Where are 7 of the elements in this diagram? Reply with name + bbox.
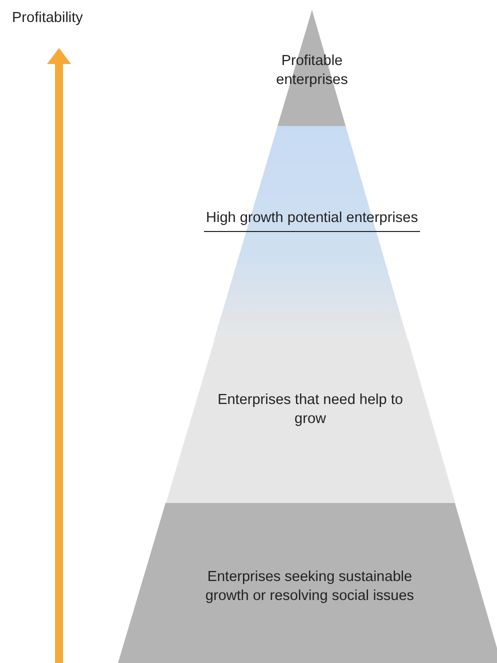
tier-label: Enterprises seeking sustainable growth or resolving social issues: [204, 568, 416, 606]
pyramid-tier: [166, 340, 455, 503]
tier-label: Profitable enterprises: [275, 52, 349, 90]
tier-label: Enterprises that need help to grow: [216, 391, 404, 429]
pyramid-tier: [118, 503, 497, 663]
tier-label: High growth potential enterprises: [204, 208, 420, 232]
axis-label: Profitability: [12, 10, 83, 26]
